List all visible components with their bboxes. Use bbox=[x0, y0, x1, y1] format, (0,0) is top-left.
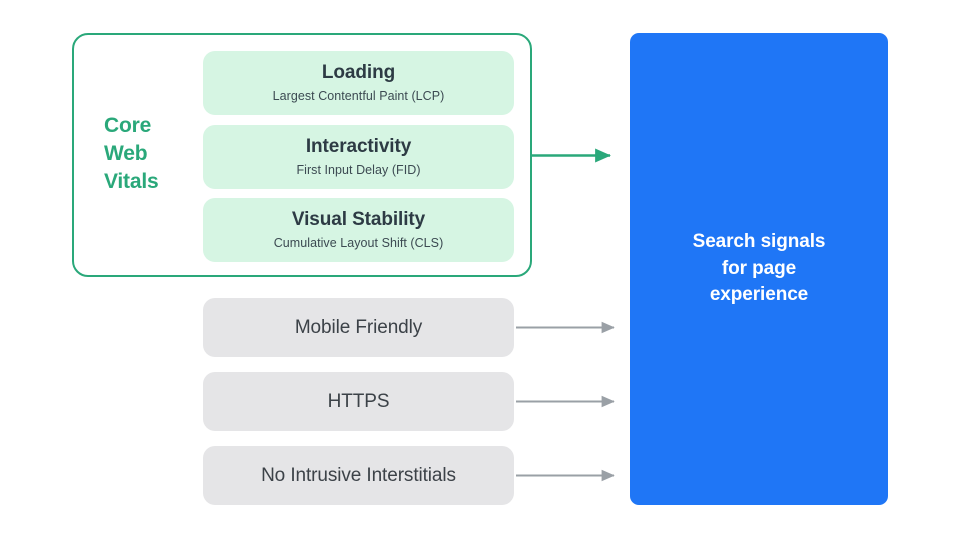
signal-label: No Intrusive Interstitials bbox=[261, 464, 456, 486]
metric-card-visual-stability: Visual Stability Cumulative Layout Shift… bbox=[203, 198, 514, 262]
core-web-vitals-label: Core Web Vitals bbox=[104, 112, 194, 196]
search-signals-panel: Search signals for page experience bbox=[630, 33, 888, 505]
signal-label: HTTPS bbox=[327, 390, 390, 412]
metric-title: Interactivity bbox=[305, 135, 412, 157]
search-signals-text: Search signals for page experience bbox=[675, 229, 844, 310]
search-signals-line-3: experience bbox=[709, 284, 809, 306]
metric-subtitle: First Input Delay (FID) bbox=[296, 162, 421, 177]
metric-title: Loading bbox=[321, 61, 396, 83]
core-web-vitals-label-line-1: Core bbox=[104, 114, 152, 137]
metric-card-loading: Loading Largest Contentful Paint (LCP) bbox=[203, 51, 514, 115]
metric-subtitle: Largest Contentful Paint (LCP) bbox=[272, 88, 445, 103]
core-web-vitals-label-line-3: Vitals bbox=[104, 169, 159, 193]
metric-subtitle: Cumulative Layout Shift (CLS) bbox=[273, 235, 444, 250]
signal-card-no-intrusive-interstitials: No Intrusive Interstitials bbox=[203, 446, 514, 505]
signal-card-https: HTTPS bbox=[203, 372, 514, 431]
metric-title: Visual Stability bbox=[291, 208, 426, 230]
metric-card-interactivity: Interactivity First Input Delay (FID) bbox=[203, 125, 514, 189]
search-signals-line-2: for page bbox=[721, 257, 797, 279]
search-signals-line-1: Search signals bbox=[692, 230, 826, 252]
core-web-vitals-group bbox=[72, 33, 532, 277]
signal-label: Mobile Friendly bbox=[294, 316, 423, 338]
signal-card-mobile-friendly: Mobile Friendly bbox=[203, 298, 514, 357]
core-web-vitals-label-line-2: Web bbox=[104, 141, 148, 165]
